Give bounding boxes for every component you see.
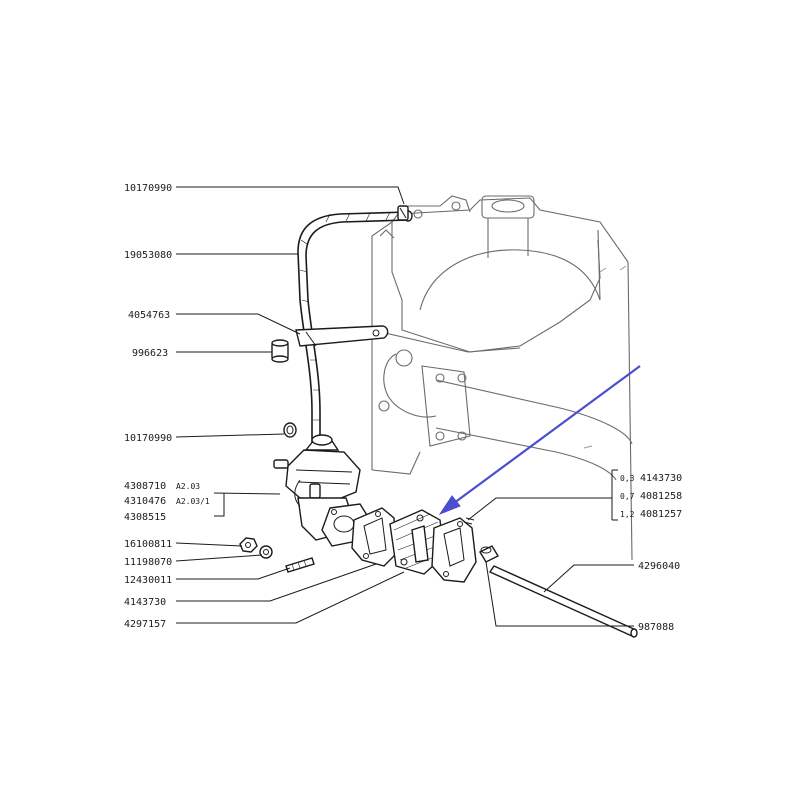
label-bushing: 987088: [638, 622, 674, 633]
nut: [239, 537, 258, 553]
fuel-pump: [273, 434, 371, 547]
leader-lines-right: [467, 469, 634, 627]
stud: [285, 557, 315, 573]
label-bracket: 4054763: [128, 310, 170, 321]
hose-bracket: [295, 325, 389, 347]
label-grommet: 996623: [132, 348, 168, 359]
label-gasket-07-thickness: 0,7: [620, 492, 635, 501]
left-part-labels: 10170990 19053080 4054763 996623 1017099…: [124, 183, 210, 630]
fuel-hose: [297, 210, 413, 448]
label-gasket: 4143730: [124, 597, 166, 608]
carb-flange: [481, 195, 535, 219]
insulating-spacer: [389, 509, 445, 575]
label-gasket-03: 4143730: [640, 473, 682, 484]
bushing: [479, 545, 499, 563]
label-pump-a-note: A2.03: [176, 482, 200, 491]
label-pump-b-note: A2.03/1: [176, 497, 210, 506]
highlight-arrow: [438, 365, 641, 516]
leader-lines-left: [175, 186, 405, 624]
engine-block-outline: [371, 195, 633, 561]
label-hose-clamp-top: 10170990: [124, 183, 172, 194]
label-pump-a: 4308710: [124, 481, 166, 492]
label-gasket-12-thickness: 1,2: [620, 510, 635, 519]
label-stud: 12430011: [124, 575, 172, 586]
gasket-left: [351, 507, 397, 567]
push-rod: [488, 565, 638, 638]
washer: [259, 545, 273, 559]
grommet: [271, 339, 289, 363]
label-hose-clamp-bottom: 10170990: [124, 433, 172, 444]
label-push-rod: 4296040: [638, 561, 680, 572]
right-part-labels: 0,3 4143730 0,7 4081258 1,2 4081257 4296…: [620, 473, 682, 633]
label-gasket-12: 4081257: [640, 509, 682, 520]
label-nut: 16100811: [124, 539, 172, 550]
label-washer: 11198070: [124, 557, 172, 568]
hose-clamp-bottom: [283, 422, 297, 438]
gasket-right: [431, 517, 477, 583]
label-spacer: 4297157: [124, 619, 166, 630]
label-gasket-07: 4081258: [640, 491, 682, 502]
label-pump-c: 4308515: [124, 512, 166, 523]
label-pump-b: 4310476: [124, 496, 166, 507]
hose-clamp-top: [397, 205, 409, 221]
label-fuel-hose: 19053080: [124, 250, 172, 261]
label-gasket-03-thickness: 0,3: [620, 474, 635, 483]
